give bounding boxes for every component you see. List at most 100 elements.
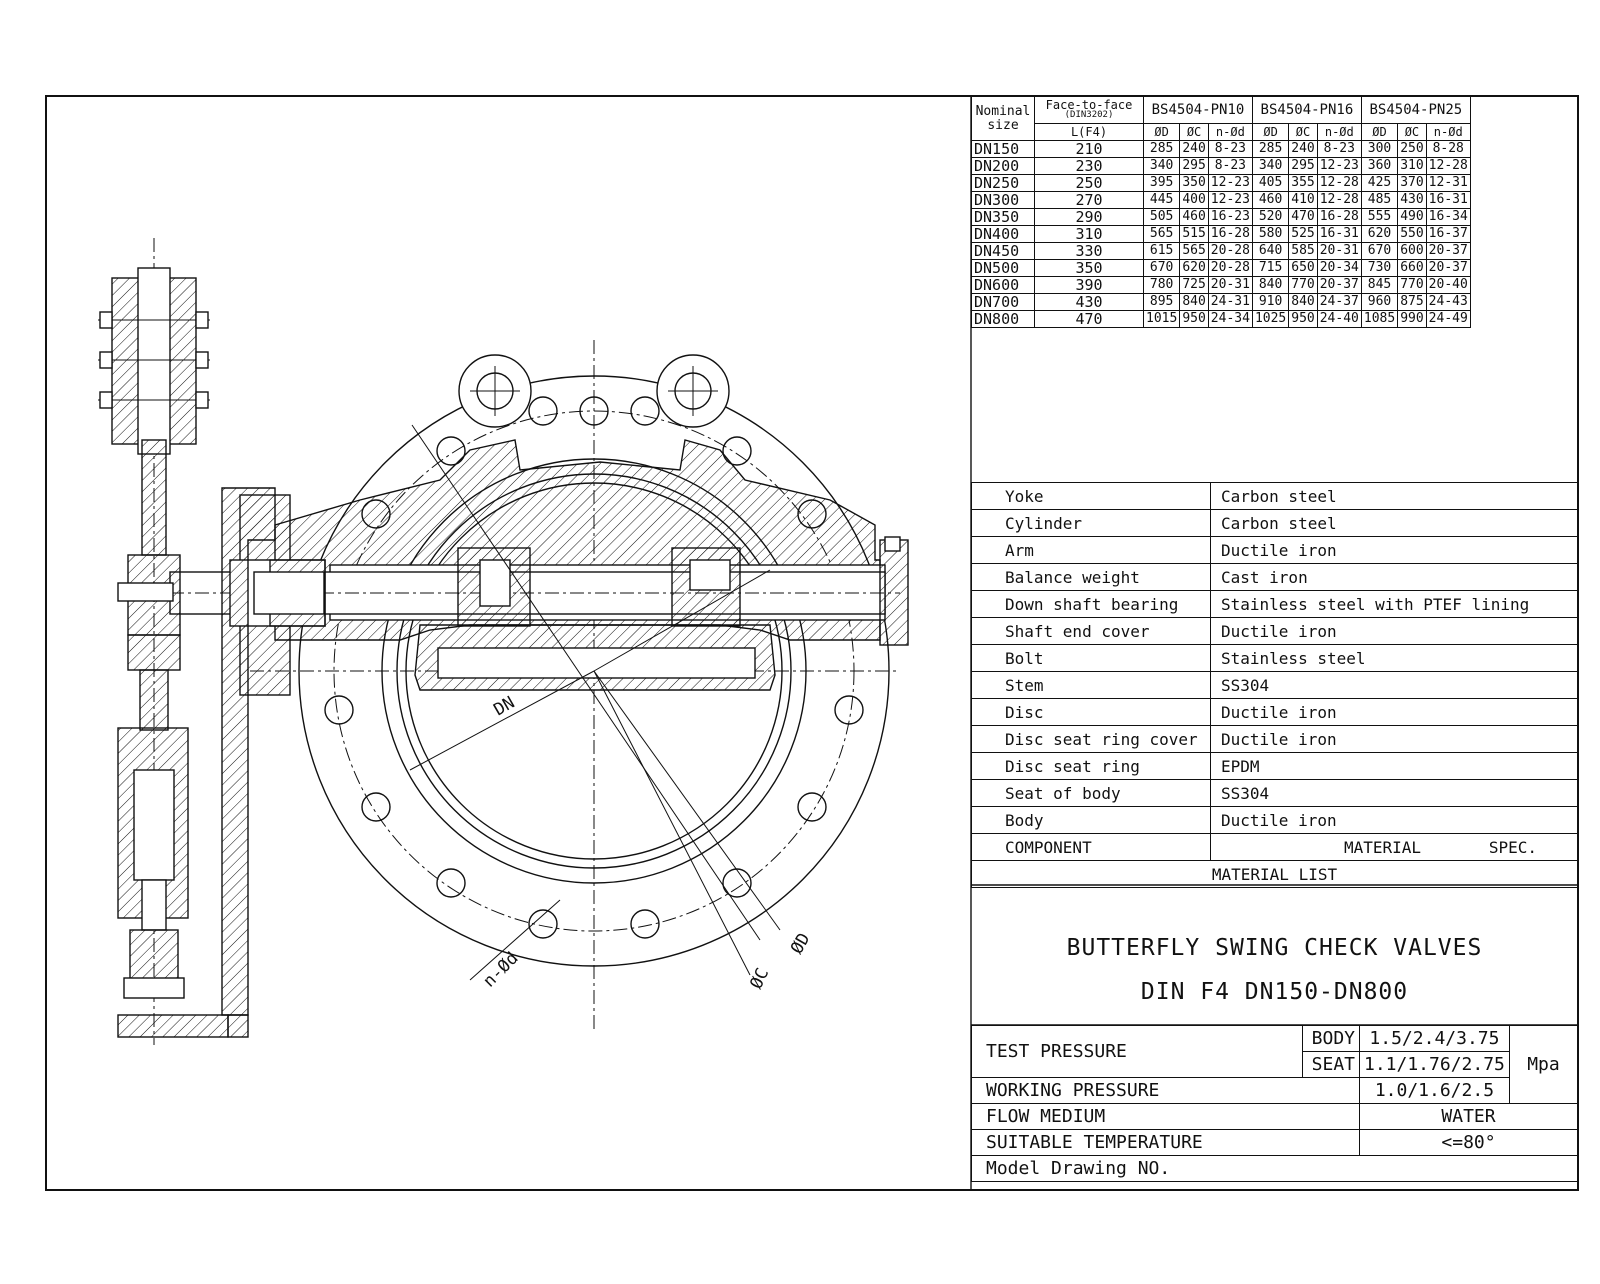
table-cell: 670 — [1142, 259, 1181, 277]
table-cell: 895 — [1142, 293, 1181, 311]
table-cell: 20-40 — [1425, 276, 1471, 294]
valve-body-view: DN ØD ØC n-Ød — [120, 340, 909, 1030]
table-cell: 340 — [1142, 157, 1181, 175]
sub-header-cell: n-Ød — [1207, 123, 1253, 141]
counterweight-assembly — [98, 238, 276, 1045]
material-list-header-row: COMPONENT MATERIAL SPEC. — [971, 833, 1578, 861]
table-cell: 310 — [1397, 157, 1427, 175]
test-pressure-label: TEST PRESSURE — [971, 1025, 1303, 1078]
header-material-spec: MATERIAL SPEC. — [1210, 833, 1578, 861]
table-cell: 485 — [1360, 191, 1399, 209]
component-cell: Seat of body — [971, 779, 1211, 807]
table-cell: 20-37 — [1425, 259, 1471, 277]
table-cell: 660 — [1397, 259, 1427, 277]
drawing-subtitle: DIN F4 DN150-DN800 — [1140, 979, 1409, 1005]
component-cell: Arm — [971, 536, 1211, 564]
header-face-to-face-label: Face-to-face — [1045, 98, 1133, 112]
material-list-title: MATERIAL LIST — [971, 860, 1578, 888]
table-cell: 1085 — [1360, 310, 1399, 328]
table-cell: 250 — [1034, 174, 1144, 192]
table-cell: 20-28 — [1207, 259, 1253, 277]
label-dn: DN — [491, 693, 519, 721]
material-cell: Ductile iron — [1210, 806, 1578, 834]
table-cell: DN450 — [971, 242, 1035, 260]
table-cell: 370 — [1397, 174, 1427, 192]
table-cell: 20-34 — [1316, 259, 1362, 277]
component-cell: Disc seat ring cover — [971, 725, 1211, 753]
table-cell: 840 — [1251, 276, 1290, 294]
table-cell: 520 — [1251, 208, 1290, 226]
pressure-unit: Mpa — [1508, 1025, 1579, 1104]
body-value: 1.5/2.4/3.75 — [1359, 1025, 1510, 1052]
table-cell: 24-37 — [1316, 293, 1362, 311]
table-cell: 20-31 — [1316, 242, 1362, 260]
header-face-to-face-std: (DIN3202) — [1064, 110, 1114, 120]
table-cell: 390 — [1034, 276, 1144, 294]
table-cell: 875 — [1397, 293, 1427, 311]
table-cell: 1025 — [1251, 310, 1290, 328]
table-cell: 20-31 — [1207, 276, 1253, 294]
component-cell: Disc — [971, 698, 1211, 726]
material-cell: Carbon steel — [1210, 482, 1578, 510]
table-cell: 210 — [1034, 140, 1144, 158]
label-od: ØD — [787, 930, 815, 958]
sheet-border — [45, 95, 1579, 1191]
table-cell: 470 — [1288, 208, 1318, 226]
table-cell: 650 — [1288, 259, 1318, 277]
table-cell: DN150 — [971, 140, 1035, 158]
material-cell: Stainless steel — [1210, 644, 1578, 672]
table-cell: 400 — [1179, 191, 1209, 209]
material-cell: Ductile iron — [1210, 725, 1578, 753]
table-cell: 295 — [1179, 157, 1209, 175]
table-cell: 845 — [1360, 276, 1399, 294]
table-cell: 600 — [1397, 242, 1427, 260]
component-cell: Disc seat ring — [971, 752, 1211, 780]
material-cell: SS304 — [1210, 779, 1578, 807]
sub-header-cell: n-Ød — [1316, 123, 1362, 141]
header-nominal-size: Nominal size — [971, 96, 1035, 141]
table-cell: 725 — [1179, 276, 1209, 294]
sub-header-cell: ØC — [1179, 123, 1209, 141]
table-cell: 960 — [1360, 293, 1399, 311]
table-cell: 615 — [1142, 242, 1181, 260]
sub-header-cell: ØC — [1397, 123, 1427, 141]
drawing-title: BUTTERFLY SWING CHECK VALVES — [1066, 935, 1483, 961]
table-cell: 24-43 — [1425, 293, 1471, 311]
table-cell: 24-31 — [1207, 293, 1253, 311]
temperature-label: SUITABLE TEMPERATURE — [971, 1129, 1360, 1156]
table-cell: DN800 — [971, 310, 1035, 328]
table-cell: 12-23 — [1316, 157, 1362, 175]
table-cell: 12-28 — [1316, 174, 1362, 192]
table-cell: 515 — [1179, 225, 1209, 243]
table-cell: 8-23 — [1207, 140, 1253, 158]
table-cell: 8-23 — [1207, 157, 1253, 175]
header-pn16: BS4504-PN16 — [1251, 96, 1362, 124]
table-cell: 12-28 — [1316, 191, 1362, 209]
table-cell: 12-28 — [1425, 157, 1471, 175]
spec-table: TEST PRESSURE BODY 1.5/2.4/3.75 Mpa SEAT… — [971, 1025, 1579, 1182]
table-cell: 840 — [1179, 293, 1209, 311]
table-cell: 780 — [1142, 276, 1181, 294]
table-cell: 430 — [1034, 293, 1144, 311]
table-cell: 300 — [1360, 140, 1399, 158]
component-cell: Down shaft bearing — [971, 590, 1211, 618]
header-l: L(F4) — [1034, 123, 1144, 141]
flow-medium-label: FLOW MEDIUM — [971, 1103, 1360, 1130]
table-cell: DN600 — [971, 276, 1035, 294]
table-cell: 310 — [1034, 225, 1144, 243]
table-cell: 16-28 — [1207, 225, 1253, 243]
table-cell: 580 — [1251, 225, 1290, 243]
material-cell: Ductile iron — [1210, 536, 1578, 564]
table-cell: 410 — [1288, 191, 1318, 209]
